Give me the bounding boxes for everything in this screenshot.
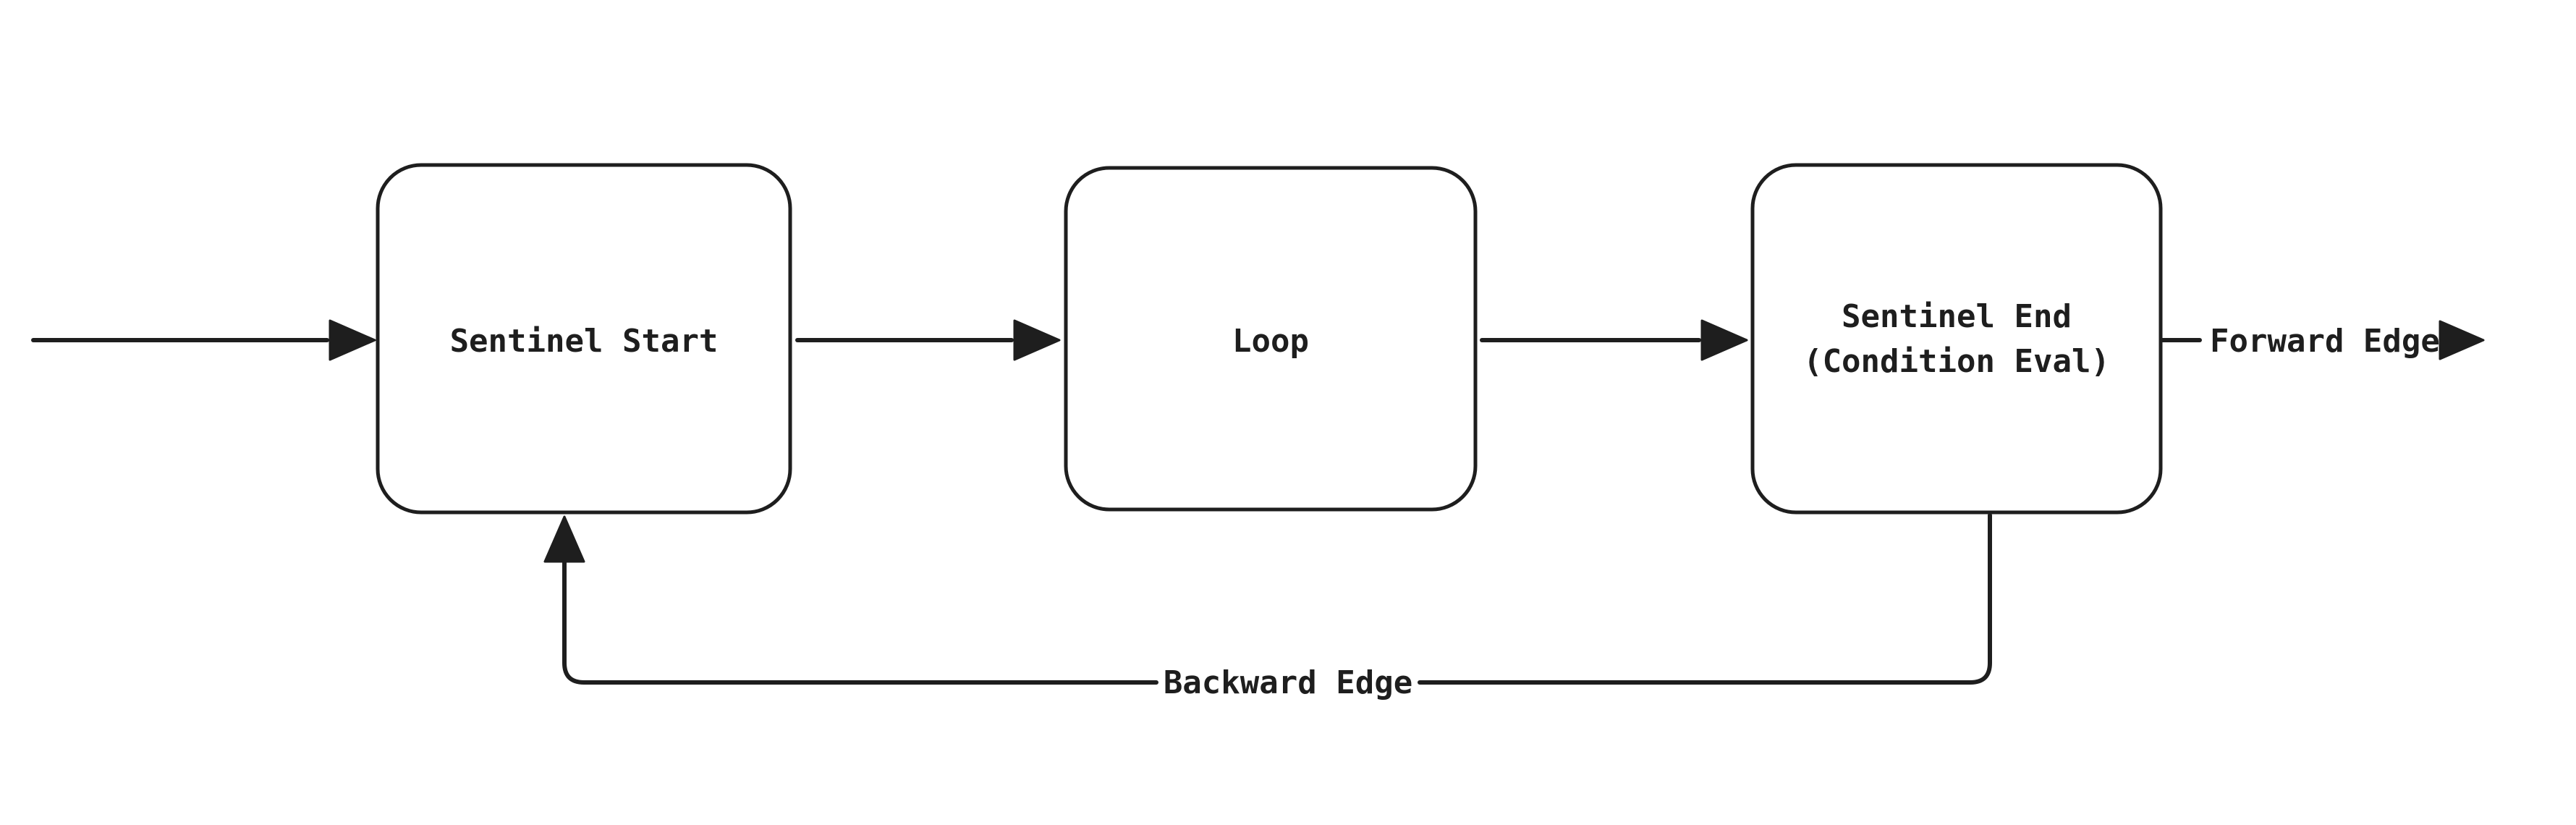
backward-edge-left-segment [562, 555, 1158, 685]
sentinel-end-label-line1: Sentinel End [1842, 298, 2072, 335]
backward-edge-arrowhead [543, 515, 585, 563]
node-sentinel-end[interactable]: Sentinel End (Condition Eval) [1750, 163, 2163, 515]
edge-backward[interactable]: Backward Edge [543, 513, 1992, 701]
entry-arrowhead [329, 319, 376, 361]
edge-forward[interactable]: Forward Edge [2160, 320, 2485, 360]
forward-edge-label: Forward Edge [2210, 323, 2440, 360]
loop-label: Loop [1232, 323, 1309, 360]
forward-edge-arrowhead [2439, 320, 2485, 360]
node-sentinel-start[interactable]: Sentinel Start [376, 163, 792, 515]
edge-loop-to-end[interactable] [1480, 319, 1748, 361]
start-to-loop-arrowhead [1013, 319, 1061, 361]
edge-entry[interactable] [31, 319, 376, 361]
sentinel-start-box[interactable] [376, 163, 792, 515]
backward-edge-label: Backward Edge [1164, 664, 1412, 701]
sentinel-end-label-line2: (Condition Eval) [1803, 343, 2110, 380]
backward-edge-right-segment [1418, 513, 1992, 685]
sentinel-start-label: Sentinel Start [450, 323, 719, 360]
node-loop[interactable]: Loop [1064, 166, 1478, 512]
edge-start-to-loop[interactable] [795, 319, 1061, 361]
sentinel-end-box[interactable] [1750, 163, 2163, 515]
loop-to-end-arrowhead [1700, 319, 1748, 361]
loop-box[interactable] [1064, 166, 1478, 512]
